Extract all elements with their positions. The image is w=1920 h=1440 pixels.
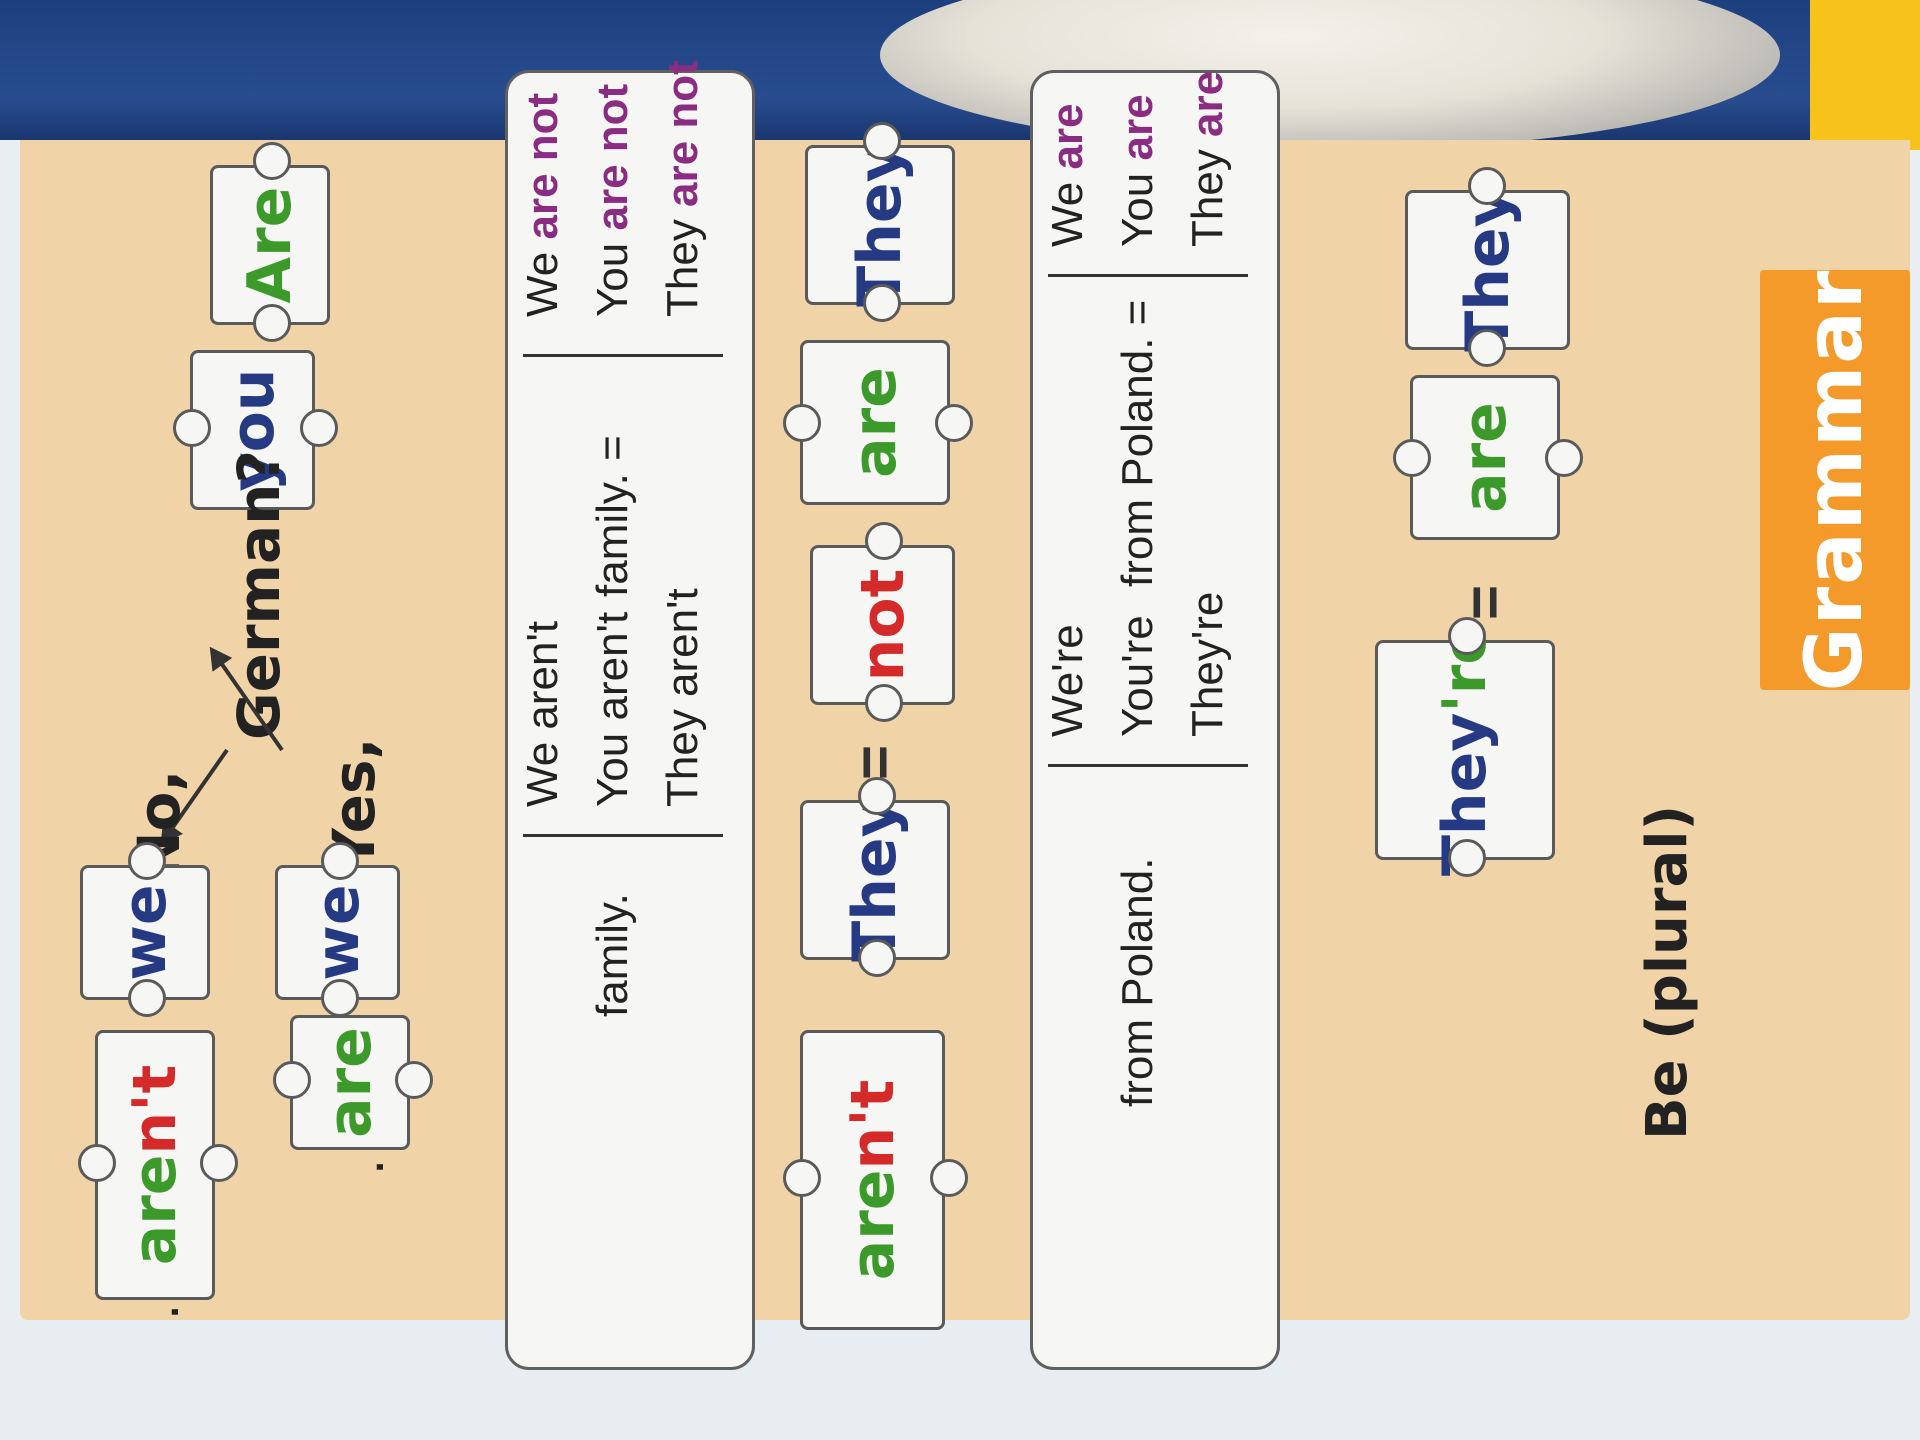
puzzle-piece-they-short: They: [800, 777, 950, 977]
puzzle-piece-they: They: [1405, 167, 1570, 367]
neg-short-you: You aren't: [588, 611, 637, 807]
page-margin: [0, 1320, 1920, 1440]
cover-yellow-corner: [1810, 0, 1920, 150]
answer-yes-dot: .: [331, 1158, 396, 1175]
neg-short-they: They aren't: [658, 588, 707, 807]
equals-sign: =: [1451, 584, 1518, 620]
grammar-heading: Grammar: [1790, 268, 1880, 692]
rule-end-text: from Poland.: [1113, 857, 1162, 1107]
puzzle-piece-theyre: They're: [1375, 617, 1555, 877]
rule-short-we: We're: [1043, 624, 1092, 737]
puzzle-piece-are: are: [1393, 375, 1583, 540]
neg-line-we: We are not: [518, 92, 567, 317]
rule-short-you: You're: [1113, 615, 1162, 737]
question-rest: German?: [225, 449, 293, 740]
negative-rule-box: We are not You are not They are not fami…: [505, 60, 755, 1370]
equals-sign-neg: =: [841, 744, 908, 780]
rule-short-they: They're: [1183, 591, 1232, 737]
answer-no-dot: .: [126, 1303, 191, 1320]
rule-line-we: We are: [1043, 103, 1092, 247]
section-subtitle: Be (plural): [1635, 804, 1700, 1140]
rule-line-you: You are: [1113, 94, 1162, 247]
neg-middle-text: family. =: [588, 435, 637, 597]
neg-short-we: We aren't: [518, 620, 567, 807]
neg-end-text: family.: [588, 893, 637, 1017]
affirmative-rule-box: We are You are They are from Poland. = W…: [1030, 70, 1280, 1370]
puzzle-piece-are-yes: are: [273, 1015, 433, 1150]
puzzle-piece-they-neg: They: [805, 122, 955, 322]
rule-line-they: They are: [1183, 70, 1232, 247]
puzzle-piece-are-neg: are: [783, 340, 973, 505]
rule-middle-text: from Poland. =: [1113, 299, 1162, 587]
puzzle-piece-we-yes: we: [275, 842, 400, 1017]
puzzle-piece-we-no: we: [80, 842, 210, 1017]
puzzle-piece-are-question: Are: [210, 142, 330, 342]
grammar-heading-box: Grammar: [1760, 268, 1910, 692]
neg-line-they: They are not: [658, 60, 707, 317]
puzzle-piece-not: not: [810, 522, 955, 722]
neg-line-you: You are not: [588, 83, 637, 317]
